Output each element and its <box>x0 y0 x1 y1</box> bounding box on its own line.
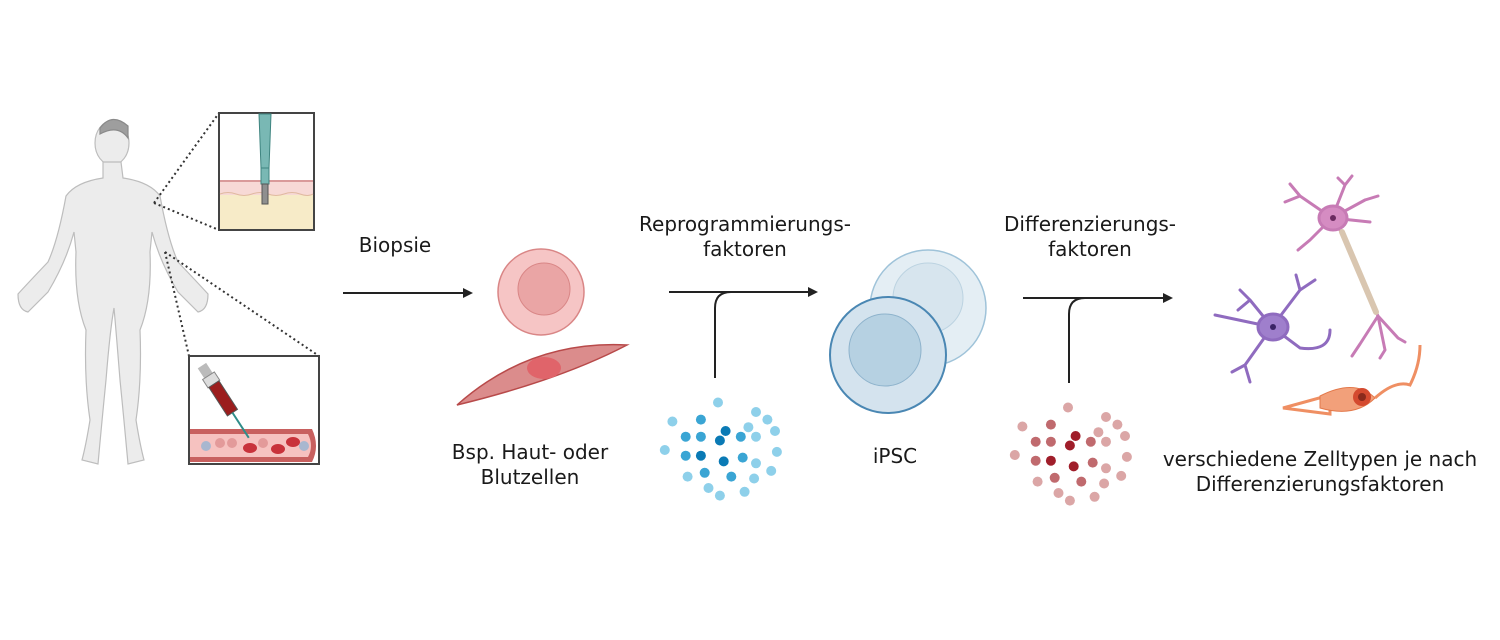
reprogramming-label: Reprogrammierungs- faktoren <box>615 212 875 262</box>
differentiation-arrow <box>1023 293 1173 383</box>
result-label-line2: Differenzierungsfaktoren <box>1195 472 1445 496</box>
reprogramming-arrow <box>669 287 818 378</box>
factor-molecule <box>1121 451 1132 462</box>
factor-molecule <box>680 450 691 461</box>
factor-molecule <box>1063 402 1073 413</box>
factor-molecule <box>680 431 691 442</box>
factor-molecule <box>695 414 706 425</box>
factor-molecule <box>1120 431 1130 441</box>
factor-molecule <box>743 422 754 433</box>
biopsy-label: Biopsie <box>358 233 432 257</box>
factor-molecule <box>766 465 777 476</box>
factor-molecule <box>749 473 760 484</box>
neuron-icon <box>1283 174 1407 360</box>
differentiation-label-line2: faktoren <box>1048 237 1132 261</box>
skin-cell-icon <box>456 343 630 406</box>
factor-molecule <box>1030 436 1041 447</box>
factor-molecule <box>737 452 748 463</box>
factor-molecule <box>751 407 761 417</box>
factor-molecule <box>714 435 725 446</box>
factor-molecule <box>1070 431 1081 441</box>
factor-molecule <box>1045 419 1056 430</box>
factor-molecule <box>1049 472 1060 483</box>
factor-molecule <box>720 426 731 436</box>
blood-cells-icon <box>201 437 309 454</box>
source-cells-label-line2: Blutzellen <box>480 465 580 489</box>
factor-molecule <box>1030 455 1041 466</box>
factor-molecule <box>1087 457 1098 468</box>
factor-molecule <box>1101 412 1111 422</box>
factor-molecule <box>703 483 714 493</box>
factor-molecule <box>771 446 782 457</box>
inset-connectors <box>153 112 320 357</box>
factor-molecule <box>714 490 725 501</box>
reprogramming-label-line2: faktoren <box>703 237 787 261</box>
factor-molecule <box>726 471 737 482</box>
factor-molecule <box>1068 461 1079 472</box>
factor-molecule <box>1099 478 1110 489</box>
differentiation-label-line1: Differenzierungs- <box>1003 212 1177 236</box>
factor-molecule <box>1045 436 1056 447</box>
factor-molecule <box>1045 455 1056 466</box>
differentiation-factors-icon <box>1009 402 1132 506</box>
factor-molecule <box>682 471 693 482</box>
factor-molecule <box>770 426 780 436</box>
factor-molecule <box>735 431 746 442</box>
differentiation-label: Differenzierungs- faktoren <box>980 212 1200 262</box>
blood-cell-icon <box>497 248 585 336</box>
factor-molecule <box>1076 476 1087 487</box>
factor-molecule <box>695 450 706 461</box>
factor-molecule <box>1053 488 1064 498</box>
factor-molecule <box>1089 491 1100 502</box>
reprogramming-factors-icon <box>659 397 782 501</box>
factor-molecule <box>1064 440 1075 451</box>
factor-molecule <box>1085 436 1096 447</box>
source-cells-label-line1: Bsp. Haut- oder <box>451 440 609 464</box>
sensory-neuron-icon <box>1282 344 1422 416</box>
blood-draw-inset <box>188 355 320 465</box>
factor-molecule <box>713 397 723 408</box>
result-label-line1: verschiedene Zelltypen je nach <box>1162 447 1478 471</box>
factor-molecule <box>1093 427 1104 438</box>
factor-molecule <box>1116 470 1127 481</box>
factor-molecule <box>1112 419 1123 430</box>
factor-molecule <box>1064 495 1075 506</box>
source-cells-label: Bsp. Haut- oder Blutzellen <box>430 440 630 490</box>
factor-molecule <box>739 486 750 497</box>
factor-molecule <box>751 431 761 442</box>
human-body-icon <box>17 118 209 465</box>
factor-molecule <box>751 458 761 469</box>
factor-molecule <box>718 456 729 467</box>
factor-molecule <box>699 467 710 478</box>
factor-molecule <box>1032 476 1043 487</box>
factor-molecule <box>1017 421 1028 432</box>
factor-molecule <box>695 431 706 442</box>
skin-biopsy-inset <box>218 112 315 231</box>
factor-molecule <box>659 445 670 455</box>
reprogramming-label-line1: Reprogrammierungs- <box>639 212 851 236</box>
result-label: verschiedene Zelltypen je nach Differenz… <box>1145 447 1495 497</box>
ipsc-icon <box>829 249 987 414</box>
factor-molecule <box>667 416 678 427</box>
astrocyte-icon <box>1213 273 1332 384</box>
factor-molecule <box>1101 463 1111 474</box>
factor-molecule <box>1009 450 1020 460</box>
biopsy-punch-icon <box>258 113 272 205</box>
ipsc-label: iPSC <box>872 444 918 468</box>
factor-molecule <box>1101 436 1111 447</box>
factor-molecule <box>762 414 773 425</box>
syringe-icon <box>197 362 250 439</box>
